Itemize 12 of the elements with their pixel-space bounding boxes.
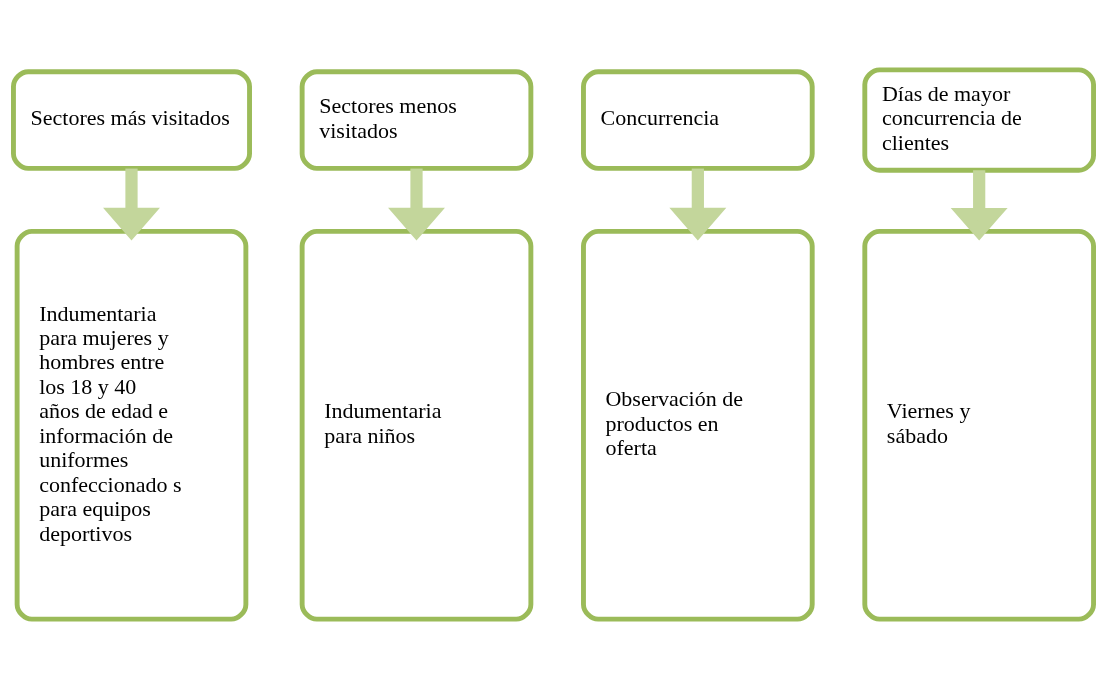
node-box: Viernes y sábado [862, 228, 1096, 622]
node-box: Concurrencia [581, 68, 815, 171]
node-box: Observación de productos en oferta [581, 228, 815, 622]
node-box: Días de mayor concurrencia de clientes [862, 66, 1096, 173]
node-box: Indumentaria para niños [299, 228, 534, 622]
node-box: Sectores menos visitados [299, 68, 534, 171]
arrow [669, 168, 727, 240]
arrow [950, 169, 1008, 240]
arrow [103, 168, 160, 240]
node-box: Sectores más visitados [11, 68, 252, 171]
arrow [388, 168, 445, 240]
node-box: Indumentaria para mujeres y hombres entre los 18 y 40 años de edad e información de uniformes confeccionado s para equipos deportivos [14, 228, 249, 622]
